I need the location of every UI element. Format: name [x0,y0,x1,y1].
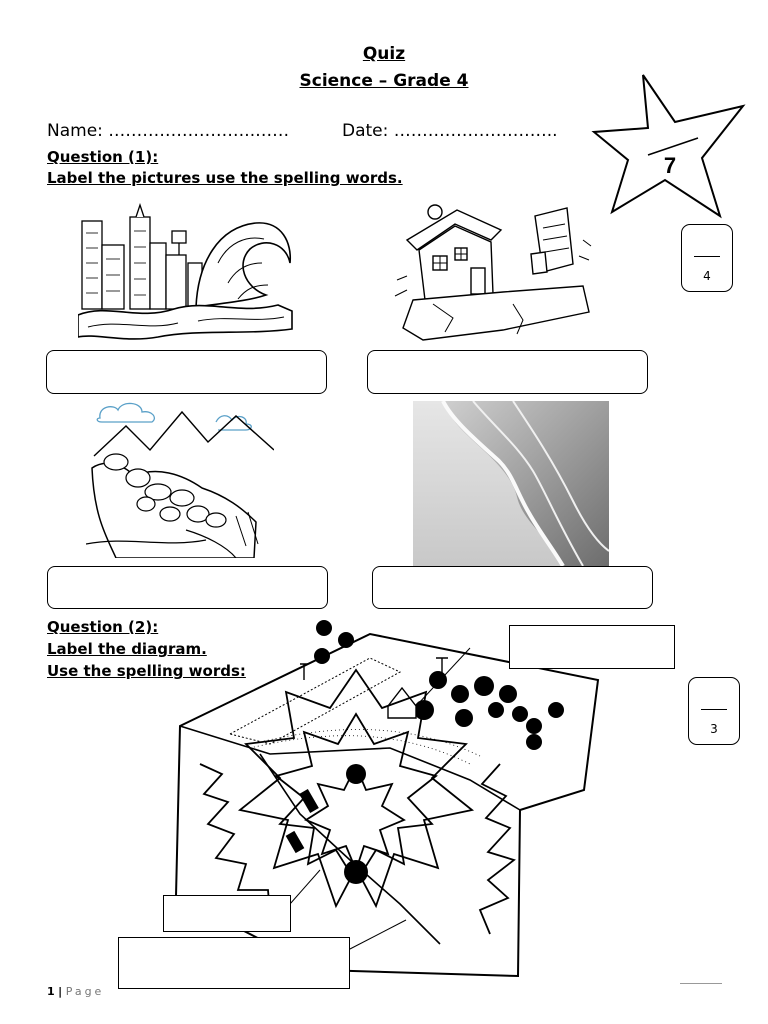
total-score-value: 7 [664,153,676,178]
question2-instruction-1: Label the diagram. [47,640,207,658]
footer-rule [680,983,722,984]
diagram-label-box-3[interactable] [118,937,350,989]
question1-instruction: Label the pictures use the spelling word… [47,169,403,187]
name-field[interactable]: Name: ……………………..…… [47,121,289,141]
quiz-subtitle: Science – Grade 4 [299,71,469,91]
date-label: Date: [342,121,389,141]
answer-box-2[interactable] [367,350,648,394]
page-footer: 1 | Page [47,985,104,998]
question1-heading: Question (1): [47,148,159,166]
quiz-title: Quiz [362,44,406,64]
question2-marks: 3 [710,722,718,736]
question2-heading: Question (2): [47,618,159,636]
earthquake-diagram [174,620,600,978]
date-field[interactable]: Date: ……………………….. [342,121,558,141]
diagram-label-box-1[interactable] [509,625,675,669]
question1-marks-box: 4 [681,224,733,292]
question2-instruction-2: Use the spelling words: [47,662,246,680]
tsunami-picture [78,203,293,340]
name-dots: ……………………..…… [108,121,290,141]
name-label: Name: [47,121,103,141]
cloud-icon [96,402,252,431]
diagram-label-box-2[interactable] [163,895,291,932]
page-number: 1 [47,985,55,998]
date-dots: ……………………….. [393,121,558,141]
answer-box-1[interactable] [46,350,327,394]
answer-box-3[interactable] [47,566,328,609]
question2-marks-box: 3 [688,677,740,745]
shoreline-picture [413,401,609,566]
star-score-icon: 7 [591,74,746,219]
question1-marks: 4 [703,269,711,283]
landslide-picture [86,402,274,558]
page-separator: | [58,985,63,998]
page-word: Page [65,985,105,998]
answer-box-4[interactable] [372,566,653,609]
earthquake-picture [394,204,592,341]
